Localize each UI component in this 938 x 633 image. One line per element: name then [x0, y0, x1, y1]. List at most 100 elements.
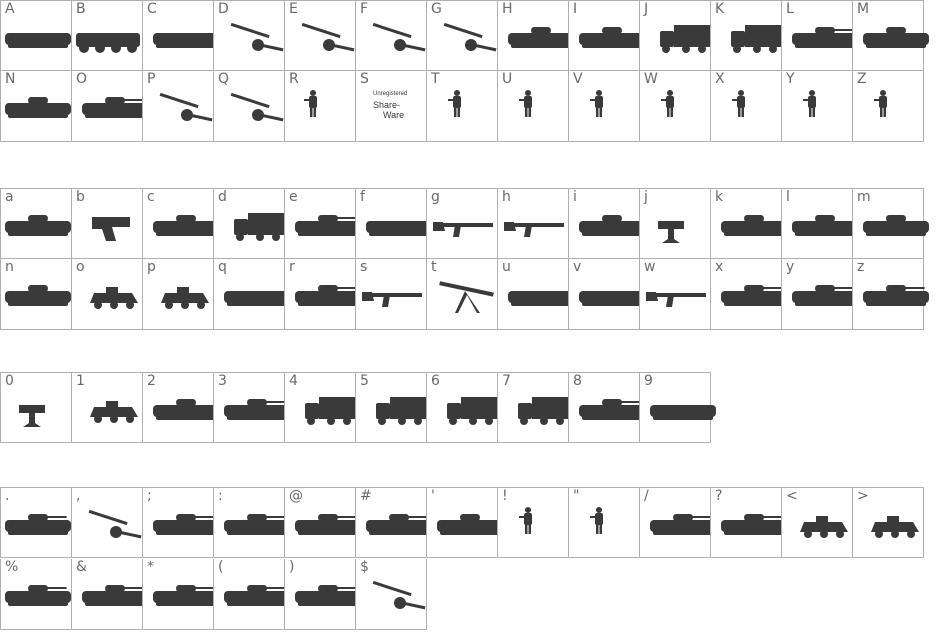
- tank-icon: [863, 285, 929, 306]
- glyph-cell: 2: [142, 372, 219, 443]
- jeep-gun-icon: [90, 287, 138, 309]
- artillery-icon: [372, 22, 426, 52]
- tank-icon: [82, 97, 148, 118]
- glyph-cell: @: [284, 487, 361, 558]
- self-propelled-gun-icon: [437, 514, 503, 535]
- tank-with-soldier-icon: [508, 27, 574, 48]
- glyph-character-label: w: [644, 259, 656, 275]
- glyph-character-label: r: [289, 259, 295, 275]
- glyph-character-label: ': [431, 488, 435, 504]
- tripod-gun-icon: [439, 281, 494, 313]
- glyph-cell: d: [213, 188, 288, 259]
- glyph-cell: 1: [71, 372, 143, 443]
- glyph-character-label: !: [502, 488, 508, 504]
- glyph-cell: L: [781, 0, 858, 71]
- glyph-character-label: A: [5, 1, 15, 17]
- notice-text: Ware: [383, 110, 405, 120]
- glyph-character-label: v: [573, 259, 582, 275]
- glyph-character-label: (: [218, 559, 224, 575]
- missile-vehicle-icon: [792, 215, 858, 236]
- glyph-character-label: F: [360, 1, 369, 17]
- glyph-character-label: %: [5, 559, 19, 575]
- glyph-cell: $: [355, 559, 427, 630]
- soldier-icon: [732, 90, 745, 117]
- glyph-character-label: *: [147, 559, 154, 575]
- glyph-character-label: b: [76, 189, 85, 205]
- glyph-character-label: /: [644, 488, 649, 504]
- glyph-character-label: n: [5, 259, 14, 275]
- glyph-cell: J: [639, 0, 714, 71]
- glyph-cell: (: [213, 559, 290, 630]
- glyph-character-label: J: [644, 1, 649, 17]
- glyph-character-label: ;: [147, 488, 152, 504]
- glyph-character-label: x: [715, 259, 724, 275]
- glyph-character-label: 0: [5, 373, 14, 389]
- bridge-layer-icon: [863, 27, 929, 48]
- tank-icon: [82, 585, 148, 606]
- tank-icon: [224, 585, 290, 606]
- glyph-cell: P: [142, 71, 214, 142]
- glyph-character-label: s: [360, 259, 368, 275]
- rocket-launcher-icon: [5, 285, 71, 306]
- glyph-character-label: H: [502, 1, 513, 17]
- glyph-cell: k: [710, 188, 787, 259]
- glyph-character-label: B: [76, 1, 86, 17]
- soldier-running-icon: [519, 90, 532, 117]
- glyph-character-label: f: [360, 189, 365, 205]
- glyph-cell: m: [852, 188, 929, 259]
- truck-icon: [234, 213, 288, 241]
- glyph-character-label: X: [715, 71, 725, 87]
- armored-car-icon: [800, 516, 848, 538]
- glyph-character-label: $: [360, 559, 369, 575]
- glyph-character-label: N: [5, 71, 16, 87]
- glyph-character-label: W: [644, 71, 658, 87]
- soldier-icon: [590, 507, 603, 534]
- glyph-cell: ;: [142, 487, 219, 558]
- tank-icon: [295, 585, 361, 606]
- glyph-cell: B: [71, 0, 143, 71]
- glyph-character-label: .: [5, 488, 10, 504]
- glyph-cell: 4: [284, 372, 359, 443]
- tank-icon: [650, 514, 716, 535]
- glyph-cell: F: [355, 0, 427, 71]
- glyph-character-label: R: [289, 71, 299, 87]
- glyph-cell: X: [710, 71, 782, 142]
- glyph-cell: %: [0, 559, 72, 630]
- radar-vehicle-icon: [579, 215, 645, 236]
- glyph-cell: 7: [497, 372, 572, 443]
- glyph-character-label: m: [857, 189, 871, 205]
- apc-icon: [508, 291, 574, 306]
- glyph-character-label: 8: [573, 373, 582, 389]
- howitzer-icon: [230, 22, 284, 52]
- glyph-character-label: >: [857, 488, 869, 504]
- missile-truck-icon: [660, 25, 714, 53]
- glyph-character-label: e: [289, 189, 298, 205]
- apc-icon: [224, 291, 290, 306]
- apc-icon: [366, 221, 432, 236]
- tank-icon: [721, 285, 787, 306]
- glyph-cell: e: [284, 188, 361, 259]
- glyph-cell: N: [0, 71, 72, 142]
- tank-icon: [295, 514, 361, 535]
- field-gun-icon: [372, 580, 426, 610]
- glyph-character-label: z: [857, 259, 865, 275]
- glyph-cell: .: [0, 487, 72, 558]
- glyph-character-label: Q: [218, 71, 230, 87]
- tank-icon: [153, 585, 219, 606]
- glyph-character-label: 1: [76, 373, 85, 389]
- glyph-character-label: ": [573, 488, 580, 504]
- glyph-cell: Z: [852, 71, 924, 142]
- tank-icon: [153, 514, 219, 535]
- glyph-character-label: Y: [786, 71, 795, 87]
- truck-icon: [731, 25, 785, 53]
- glyph-cell: v: [568, 259, 645, 330]
- glyph-cell: p: [142, 259, 214, 330]
- glyph-cell: j: [639, 188, 711, 259]
- glyph-cell: O: [71, 71, 148, 142]
- soldier-icon: [448, 90, 461, 117]
